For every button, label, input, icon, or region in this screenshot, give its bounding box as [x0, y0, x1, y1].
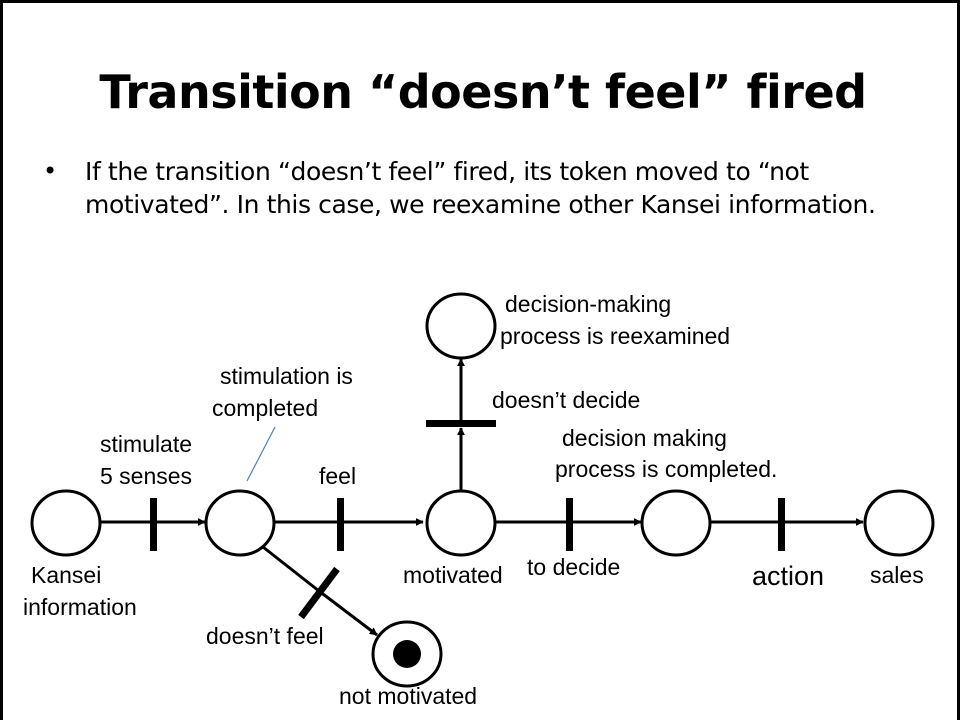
bullet-line-2: motivated”. In this case, we reexamine o…	[85, 190, 876, 219]
label-reexamined-line2: process is reexamined	[500, 323, 730, 349]
place-reexamined	[425, 292, 497, 360]
label-stimulate-line2: 5 senses	[100, 463, 192, 489]
transition-action	[778, 498, 785, 551]
place-sales	[863, 489, 935, 557]
arc-doesnt-feel-to-not-motivated	[318, 589, 378, 637]
transition-feel	[337, 498, 344, 551]
arc-stimulation-to-doesnt-feel	[262, 545, 320, 593]
bullet-line-1: If the transition “doesn’t feel” fired, …	[85, 157, 809, 186]
place-motivated	[425, 489, 497, 557]
label-action: action	[752, 561, 824, 591]
place-decision-completed	[640, 489, 712, 557]
annotation-leader-line	[246, 426, 276, 482]
label-motivated: motivated	[403, 562, 503, 588]
place-stimulation-completed	[204, 489, 276, 557]
label-stimulation-line2: completed	[212, 395, 318, 421]
label-decision-completed-line1: decision making	[562, 425, 727, 451]
transition-stimulate	[150, 498, 157, 551]
petri-net-diagram: decision-making process is reexamined st…	[23, 291, 935, 709]
token-icon	[393, 640, 421, 668]
label-decision-completed-line2: process is completed.	[555, 456, 777, 482]
label-not-motivated: not motivated	[339, 683, 477, 709]
label-kansei-line1: Kansei	[31, 562, 101, 588]
label-stimulate-line1: stimulate	[100, 431, 192, 457]
label-doesnt-feel: doesn’t feel	[206, 623, 324, 649]
label-sales: sales	[870, 562, 924, 588]
transition-doesnt-decide	[426, 420, 496, 427]
slide-title: Transition “doesn’t feel” fired	[99, 65, 867, 119]
label-stimulation-line1: stimulation is	[220, 363, 353, 389]
transition-to-decide	[566, 498, 573, 551]
bullet-symbol: •	[43, 157, 58, 185]
label-feel: feel	[319, 463, 356, 489]
bullet-text: If the transition “doesn’t feel” fired, …	[85, 155, 943, 221]
label-reexamined-line1: decision-making	[505, 291, 671, 317]
label-kansei-line2: information	[23, 594, 137, 620]
place-kansei-information	[30, 489, 102, 557]
label-to-decide: to decide	[527, 554, 620, 580]
label-doesnt-decide: doesn’t decide	[492, 387, 640, 413]
transition-doesnt-feel	[298, 566, 340, 620]
